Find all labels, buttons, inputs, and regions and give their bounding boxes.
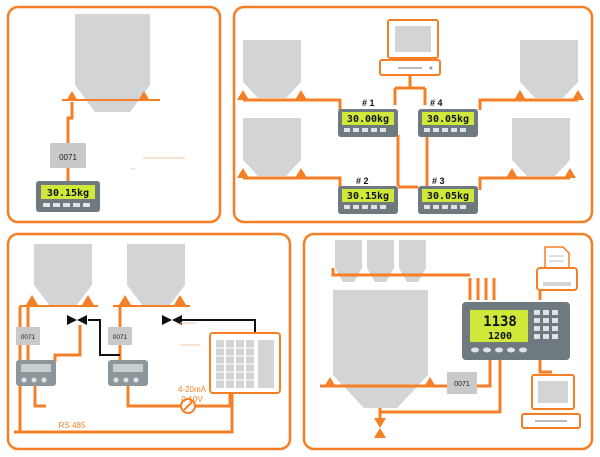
silo <box>520 40 578 98</box>
weight-indicator-4: # 4 30.05kg <box>418 98 478 137</box>
analog-output-label: 4-20mA <box>178 385 207 394</box>
indicator-tag: # 2 <box>356 176 369 186</box>
computer-icon <box>379 19 441 76</box>
silo <box>34 244 92 306</box>
weight-indicator-1: # 1 30.00kg <box>338 98 398 137</box>
junction-box: 0071 <box>108 327 132 345</box>
indicator-reading: 30.15kg <box>47 188 89 199</box>
butterfly-valve-icon <box>162 315 182 325</box>
multi-channel-indicator: 1138 1200 <box>462 302 570 360</box>
junction-box: 0071 <box>50 143 86 168</box>
indicator-reading: 30.00kg <box>347 114 389 125</box>
weight-indicator-2: # 2 30.15kg <box>338 176 398 214</box>
indicator-tag: # 4 <box>430 98 443 108</box>
secondary-reading: 1200 <box>488 331 512 342</box>
junction-box: 0071 <box>447 372 477 394</box>
indicator-tag: # 1 <box>362 98 375 108</box>
printer-icon <box>536 246 578 291</box>
analog-output-label: 0-10V <box>181 395 203 404</box>
main-reading: 1138 <box>483 314 517 330</box>
silo <box>399 240 426 282</box>
silo <box>367 240 394 282</box>
silo <box>512 118 570 176</box>
junction-box-label: 0071 <box>454 381 470 388</box>
silo <box>333 290 428 408</box>
butterfly-valve-icon <box>67 315 87 325</box>
butterfly-valve-icon <box>374 408 386 438</box>
silo <box>127 244 185 306</box>
silo <box>335 240 362 282</box>
silo <box>75 14 150 112</box>
transmitter-module <box>108 360 148 386</box>
transmitter-module <box>16 360 56 386</box>
junction-box: 0071 <box>16 327 40 345</box>
panel-top-right: # 1 30.00kg # 4 30.05kg # 2 30.15kg # 3 <box>232 5 594 224</box>
indicator-reading: 30.05kg <box>427 114 469 125</box>
analog-output-icon <box>180 398 196 414</box>
junction-box-label: 0071 <box>21 334 36 341</box>
weight-indicator-3: # 3 30.05kg <box>418 176 478 214</box>
indicator-reading: 30.05kg <box>427 191 469 202</box>
plc-controller-icon <box>209 332 281 394</box>
bus-label: RS 485 <box>59 421 86 430</box>
computer-icon <box>521 374 581 429</box>
junction-box-label: 0071 <box>59 153 77 162</box>
junction-box-label: 0071 <box>113 334 128 341</box>
weight-indicator: 30.15kg <box>36 181 100 212</box>
indicator-reading: 30.15kg <box>347 191 389 202</box>
panel-bottom-right: 0071 1138 1200 <box>302 232 594 451</box>
panel-bottom-left: 0071 0071 4-20mA 0-10V RS 485 <box>6 232 292 451</box>
silo <box>243 40 301 98</box>
silo <box>243 118 301 176</box>
indicator-tag: # 3 <box>432 176 445 186</box>
panel-top-left: 0071 30.15kg <box>6 5 222 224</box>
